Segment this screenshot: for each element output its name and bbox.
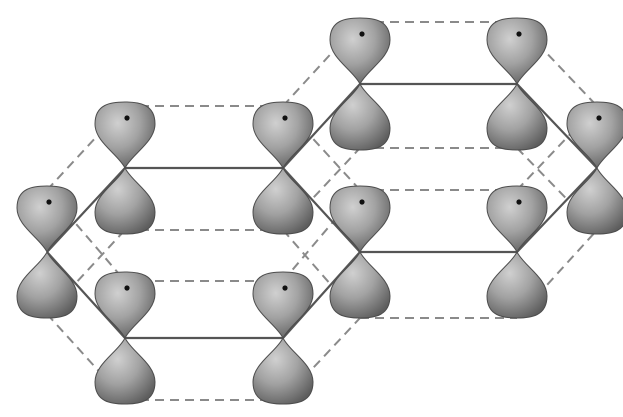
p-orbital-icon [94, 101, 156, 235]
lower-lobe [252, 336, 314, 405]
electron-dot [359, 199, 365, 205]
electron-dot [124, 285, 130, 291]
upper-lobe [94, 271, 156, 340]
p-orbital-icon [16, 185, 78, 319]
p-orbital-icon [252, 271, 314, 405]
sigma-bond-line [46, 167, 126, 253]
lower-lobe [486, 82, 548, 151]
pi-overlap-dash-line [282, 189, 361, 282]
electron-dot [46, 199, 52, 205]
sigma-bond-line [282, 251, 361, 339]
sigma-bond-line [516, 167, 598, 253]
electron-dot [516, 199, 522, 205]
upper-lobe [252, 101, 314, 170]
lower-lobe [486, 250, 548, 319]
p-orbital-icon [486, 185, 548, 319]
p-orbital-icon [329, 17, 391, 151]
lower-lobe [252, 166, 314, 235]
p-orbital-icon [486, 17, 548, 151]
upper-lobe [94, 101, 156, 170]
electron-dot [596, 115, 602, 121]
electron-dot [516, 31, 522, 37]
sigma-bond-line [282, 167, 361, 253]
lower-lobe [94, 166, 156, 235]
p-orbital-icon [566, 101, 623, 235]
p-orbital-icon [329, 185, 391, 319]
lower-lobe [329, 250, 391, 319]
lower-lobe [329, 82, 391, 151]
upper-lobe [252, 271, 314, 340]
electron-dot [282, 115, 288, 121]
upper-lobe [329, 17, 391, 86]
electron-dot [124, 115, 130, 121]
upper-lobe [566, 101, 623, 170]
lower-lobe [566, 166, 623, 235]
p-orbital-icon [94, 271, 156, 405]
sigma-bond-line [46, 251, 126, 339]
p-orbital-icon [252, 101, 314, 235]
upper-lobe [329, 185, 391, 254]
sigma-bond-lines [46, 82, 598, 340]
lower-lobe [94, 336, 156, 405]
sigma-bond-line [516, 83, 598, 169]
electron-dot [282, 285, 288, 291]
upper-lobe [486, 185, 548, 254]
sigma-bond-line [282, 83, 361, 169]
upper-lobe [16, 185, 78, 254]
p-orbital-set [16, 17, 623, 405]
upper-lobe [486, 17, 548, 86]
lower-lobe [16, 250, 78, 319]
electron-dot [359, 31, 365, 37]
